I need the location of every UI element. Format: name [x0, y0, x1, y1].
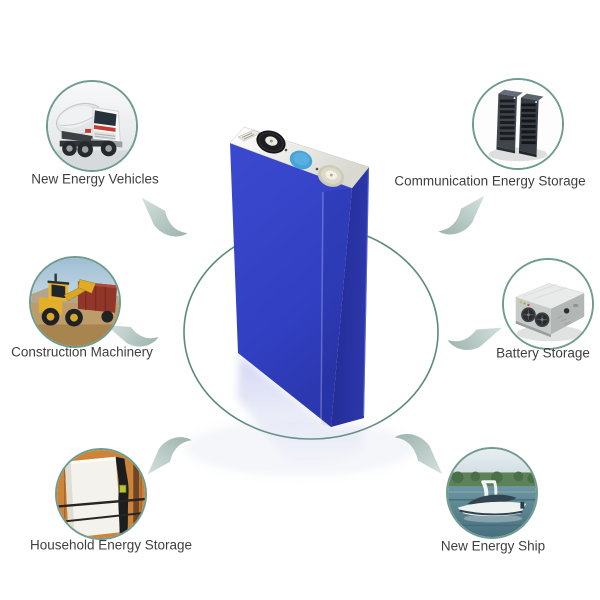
negative-terminal-icon — [256, 130, 286, 154]
label-household-energy-storage: Household Energy Storage — [29, 537, 193, 553]
bubble-household-energy-storage — [55, 448, 147, 540]
wheel-loader-icon — [31, 258, 119, 346]
bubble-new-energy-ship — [446, 447, 538, 539]
bubble-new-energy-vehicles — [46, 80, 138, 172]
bubble-battery-storage — [502, 258, 594, 350]
arrow-down-right-icon — [388, 420, 446, 478]
label-new-energy-ship: New Energy Ship — [440, 538, 546, 554]
label-new-energy-vehicles: New Energy Vehicles — [31, 171, 159, 187]
battery-cabinet-icon — [504, 260, 592, 348]
battery-reflection — [185, 355, 415, 476]
positive-terminal-icon — [317, 165, 345, 187]
telecom-battery-rack-icon — [474, 80, 562, 168]
prismatic-battery-cell — [229, 126, 370, 427]
home-battery-icon — [57, 450, 145, 538]
bubble-construction-machinery — [29, 256, 121, 348]
bubble-communication-energy-storage — [472, 78, 564, 170]
electric-boat-icon — [448, 449, 536, 537]
mixer-truck-icon — [48, 82, 136, 170]
arrow-down-left-icon — [144, 424, 198, 478]
label-battery-storage: Battery Storage — [496, 345, 590, 361]
vent-disc-icon — [289, 150, 313, 170]
arrow-up-right-icon — [432, 192, 488, 248]
arrow-up-left-icon — [138, 194, 194, 250]
label-communication-energy-storage: Communication Energy Storage — [394, 173, 586, 189]
label-construction-machinery: Construction Machinery — [11, 344, 153, 360]
